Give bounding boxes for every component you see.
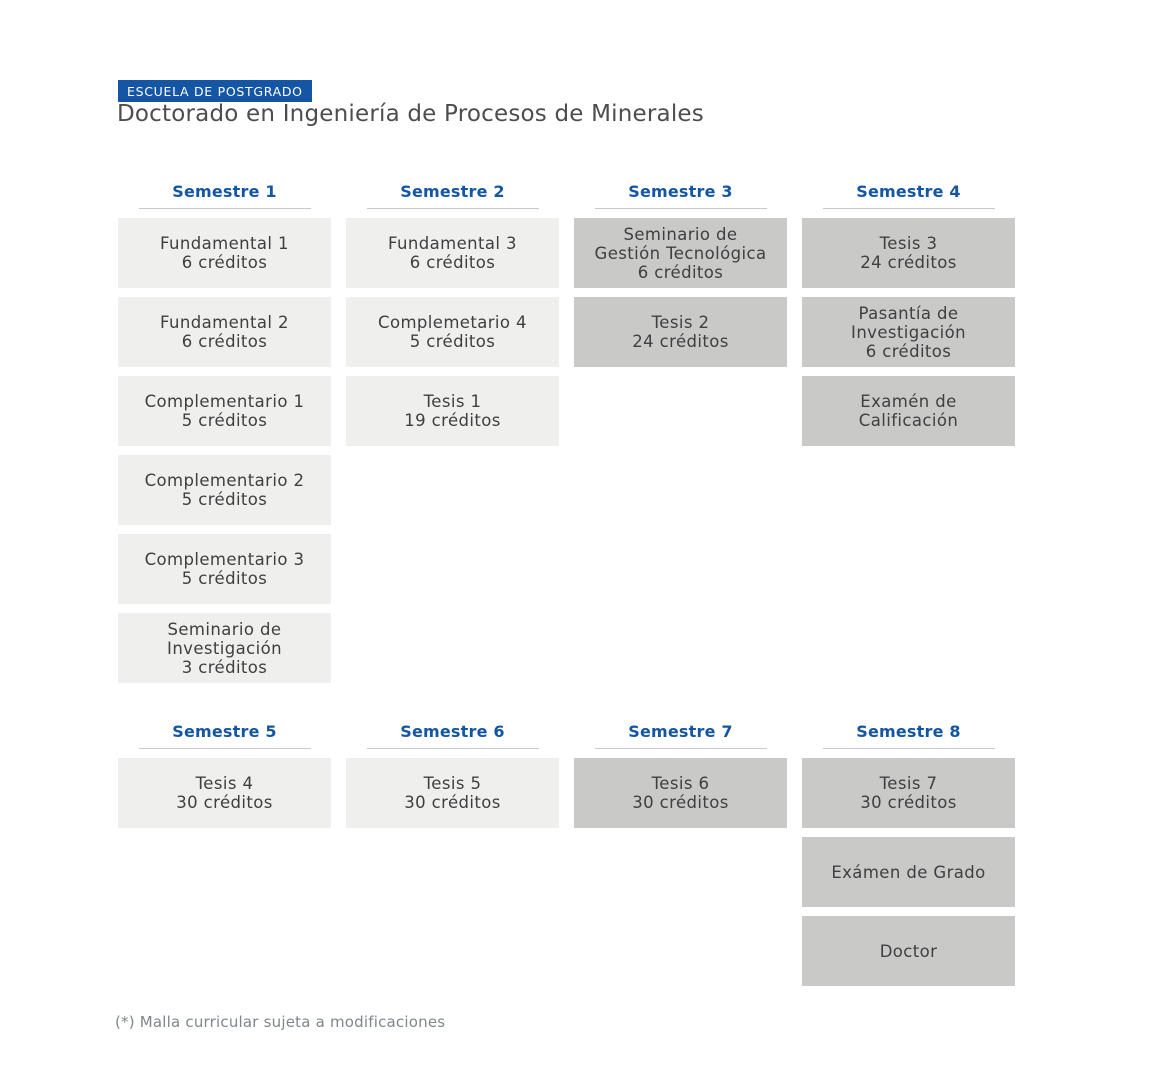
course-name: Gestión Tecnológica [594, 243, 767, 263]
course-credits: 30 créditos [632, 793, 729, 812]
course-name: Tesis 3 [879, 234, 938, 253]
course-credits: 5 créditos [409, 332, 496, 351]
course-name: Seminario de [167, 619, 282, 639]
course-name: Investigación [167, 638, 282, 658]
semester-header: Semestre 8 [822, 722, 995, 749]
course-box: Doctor [802, 916, 1015, 986]
course-name: Complementario 3 [144, 550, 305, 569]
course-credits: 5 créditos [181, 411, 268, 430]
course-name: Seminario de [623, 224, 738, 244]
course-credits: 30 créditos [404, 793, 501, 812]
course-name: Tesis 6 [651, 774, 710, 793]
semester-header: Semestre 4 [822, 182, 995, 209]
course-credits: 24 créditos [632, 332, 729, 351]
course-name: Investigación [851, 322, 966, 342]
course-name: Tesis 2 [651, 313, 710, 332]
course-credits: 3 créditos [181, 657, 268, 677]
course-name: Tesis 7 [879, 774, 938, 793]
semester-header: Semestre 1 [138, 182, 311, 209]
semester-header: Semestre 2 [366, 182, 539, 209]
course-name: Tesis 4 [195, 774, 254, 793]
school-badge: ESCUELA DE POSTGRADO [118, 80, 312, 102]
course-name: Fundamental 2 [160, 313, 289, 332]
course-name: Fundamental 3 [388, 234, 517, 253]
course-credits: 19 créditos [404, 411, 501, 430]
course-credits: 6 créditos [865, 341, 952, 361]
course-name: Examén de [860, 392, 957, 411]
course-credits: 6 créditos [181, 332, 268, 351]
semester-header: Semestre 6 [366, 722, 539, 749]
course-credits: 24 créditos [860, 253, 957, 272]
semester-header: Semestre 5 [138, 722, 311, 749]
course-name: Pasantía de [858, 303, 959, 323]
semester-header: Semestre 7 [594, 722, 767, 749]
course-credits: 30 créditos [860, 793, 957, 812]
course-credits: 6 créditos [409, 253, 496, 272]
footer-note: (*) Malla curricular sujeta a modificaci… [115, 1013, 446, 1031]
course-box: Exámen de Grado [802, 837, 1015, 907]
course-name: Tesis 5 [423, 774, 482, 793]
course-credits: 5 créditos [181, 569, 268, 588]
course-credits: 5 créditos [181, 490, 268, 509]
course-credits: 30 créditos [176, 793, 273, 812]
course-name: Tesis 1 [423, 392, 482, 411]
course-name: Complemetario 4 [378, 313, 527, 332]
course-credits: 6 créditos [637, 262, 724, 282]
page-title: Doctorado en Ingeniería de Procesos de M… [117, 101, 704, 127]
course-name: Doctor [879, 941, 938, 961]
course-name: Calificación [858, 411, 959, 430]
course-name: Complementario 1 [144, 392, 305, 411]
course-credits: 6 créditos [181, 253, 268, 272]
course-name: Complementario 2 [144, 471, 305, 490]
course-name: Fundamental 1 [160, 234, 289, 253]
course-name: Exámen de Grado [831, 862, 986, 882]
semester-header: Semestre 3 [594, 182, 767, 209]
